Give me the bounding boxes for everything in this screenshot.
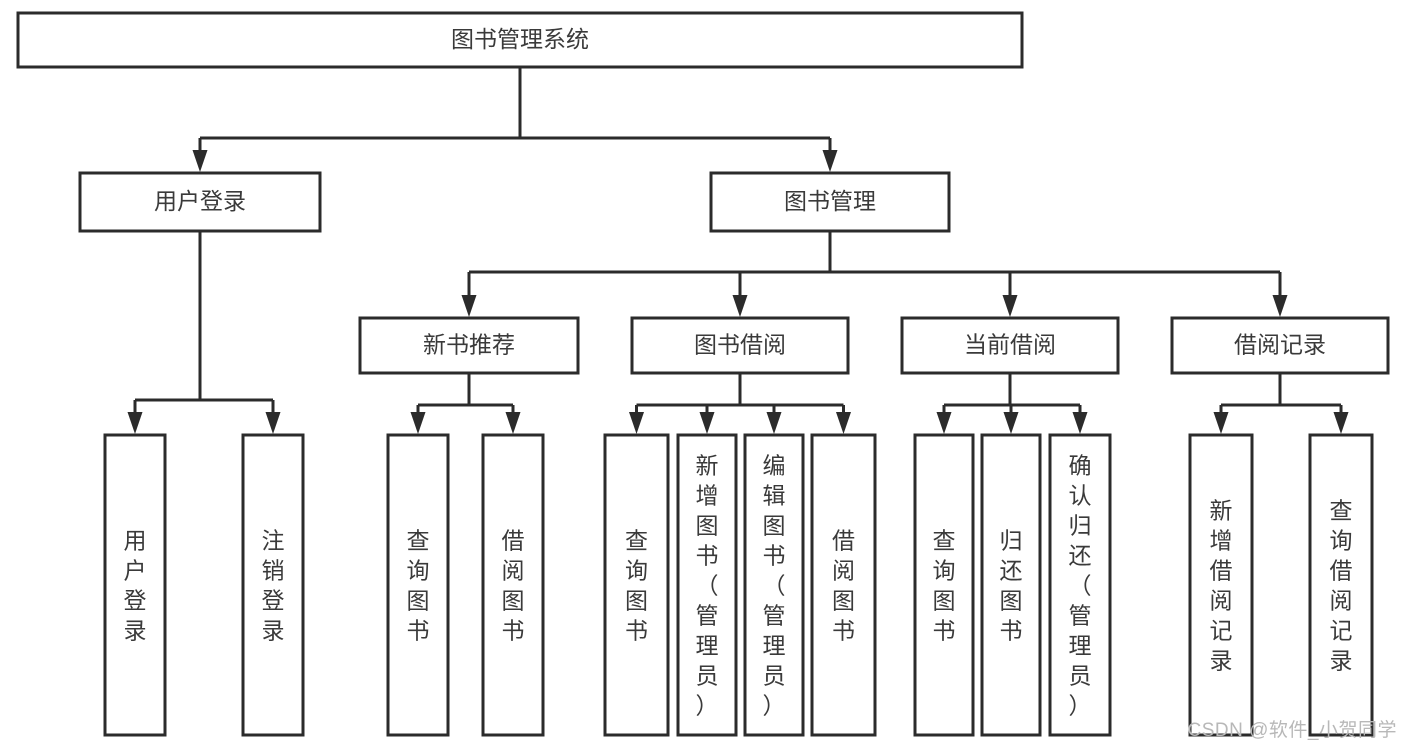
node-label-user-login: 用户登录 [154, 188, 246, 214]
node-box-leaf-add-borrow-record[interactable] [1188, 433, 1254, 737]
node-leaf-query-borrow-record[interactable]: 查询借阅记录 [1308, 433, 1374, 737]
node-book-borrow[interactable]: 图书借阅 [630, 316, 850, 375]
node-box-leaf-return-book[interactable] [980, 433, 1042, 737]
node-leaf-query-book-1[interactable]: 查询图书 [386, 433, 450, 737]
node-box-leaf-borrow-book-2[interactable] [810, 433, 877, 737]
arrow-head-icon [732, 295, 748, 317]
nodes-layer: 图书管理系统用户登录图书管理新书推荐图书借阅当前借阅借阅记录用户登录注销登录查询… [16, 11, 1390, 737]
node-box-book-manage[interactable] [709, 171, 951, 233]
node-label-leaf-add-book-admin: 新增图书（管理员） [696, 452, 719, 718]
arrow-head-icon [1003, 412, 1019, 434]
node-label-leaf-query-borrow-record: 查询借阅记录 [1330, 497, 1353, 673]
node-label-leaf-user-login: 用户登录 [124, 527, 147, 643]
node-label-leaf-return-book: 归还图书 [1000, 527, 1023, 643]
node-leaf-query-book-3[interactable]: 查询图书 [913, 433, 975, 737]
node-box-leaf-query-borrow-record[interactable] [1308, 433, 1374, 737]
node-label-leaf-confirm-return-admin: 确认归还（管理员） [1069, 452, 1092, 718]
arrow-head-icon [629, 412, 644, 434]
node-label-leaf-edit-book-admin: 编辑图书（管理员） [763, 452, 786, 718]
arrow-head-icon [1072, 412, 1088, 434]
csdn-watermark: CSDN @软件_小贺同学 [1187, 720, 1397, 741]
node-leaf-logout-login[interactable]: 注销登录 [241, 433, 305, 737]
edge-group-new-book-recommend [410, 373, 521, 434]
edge-group-root [192, 67, 838, 172]
node-box-user-login[interactable] [78, 171, 322, 233]
node-label-leaf-borrow-book-2: 借阅图书 [832, 527, 855, 643]
node-box-leaf-borrow-book-1[interactable] [481, 433, 545, 737]
node-leaf-return-book[interactable]: 归还图书 [980, 433, 1042, 737]
node-current-borrow[interactable]: 当前借阅 [900, 316, 1120, 375]
node-leaf-borrow-book-1[interactable]: 借阅图书 [481, 433, 545, 737]
node-leaf-add-book-admin[interactable]: 新增图书（管理员） [676, 433, 738, 737]
node-label-new-book-recommend: 新书推荐 [423, 332, 515, 358]
node-label-leaf-logout-login: 注销登录 [262, 527, 285, 643]
node-label-borrow-record: 借阅记录 [1234, 332, 1326, 358]
arrow-head-icon [1002, 295, 1018, 317]
arrow-head-icon [410, 412, 426, 434]
arrow-head-icon [192, 150, 208, 172]
node-label-book-manage: 图书管理 [784, 188, 876, 214]
node-book-manage[interactable]: 图书管理 [709, 171, 951, 233]
node-box-leaf-edit-book-admin[interactable] [743, 433, 805, 737]
node-root[interactable]: 图书管理系统 [16, 11, 1024, 69]
edge-group-current-borrow [936, 373, 1088, 434]
node-label-leaf-borrow-book-1: 借阅图书 [502, 527, 525, 643]
node-box-borrow-record[interactable] [1170, 316, 1390, 375]
edge-group-book-manage [461, 231, 1288, 317]
node-box-leaf-user-login[interactable] [103, 433, 167, 737]
node-leaf-add-borrow-record[interactable]: 新增借阅记录 [1188, 433, 1254, 737]
node-box-current-borrow[interactable] [900, 316, 1120, 375]
node-box-leaf-add-book-admin[interactable] [676, 433, 738, 737]
arrow-head-icon [1213, 412, 1229, 434]
node-leaf-query-book-2[interactable]: 查询图书 [603, 433, 670, 737]
node-box-new-book-recommend[interactable] [358, 316, 580, 375]
node-box-leaf-logout-login[interactable] [241, 433, 305, 737]
arrow-head-icon [265, 412, 281, 434]
arrow-head-icon [699, 412, 715, 434]
node-box-leaf-query-book-1[interactable] [386, 433, 450, 737]
node-label-leaf-query-book-2: 查询图书 [625, 527, 648, 643]
arrow-head-icon [1333, 412, 1349, 434]
node-borrow-record[interactable]: 借阅记录 [1170, 316, 1390, 375]
node-box-root[interactable] [16, 11, 1024, 69]
arrow-head-icon [766, 412, 782, 434]
arrow-head-icon [836, 412, 851, 434]
node-leaf-confirm-return-admin[interactable]: 确认归还（管理员） [1048, 433, 1112, 737]
arrow-head-icon [461, 295, 477, 317]
node-box-leaf-query-book-2[interactable] [603, 433, 670, 737]
node-leaf-user-login[interactable]: 用户登录 [103, 433, 167, 737]
node-new-book-recommend[interactable]: 新书推荐 [358, 316, 580, 375]
node-box-leaf-confirm-return-admin[interactable] [1048, 433, 1112, 737]
arrow-head-icon [127, 412, 143, 434]
node-leaf-edit-book-admin[interactable]: 编辑图书（管理员） [743, 433, 805, 737]
node-label-leaf-query-book-1: 查询图书 [407, 527, 430, 643]
edges-layer [127, 67, 1349, 434]
node-box-book-borrow[interactable] [630, 316, 850, 375]
arrow-head-icon [936, 412, 952, 434]
node-label-leaf-query-book-3: 查询图书 [933, 527, 956, 643]
node-leaf-borrow-book-2[interactable]: 借阅图书 [810, 433, 877, 737]
node-label-leaf-add-borrow-record: 新增借阅记录 [1210, 497, 1233, 673]
node-label-current-borrow: 当前借阅 [964, 332, 1056, 358]
arrow-head-icon [505, 412, 521, 434]
edge-group-borrow-record [1213, 373, 1349, 434]
arrow-head-icon [1272, 295, 1288, 317]
node-label-book-borrow: 图书借阅 [694, 332, 786, 358]
edge-group-book-borrow [629, 373, 851, 434]
arrow-head-icon [822, 150, 838, 172]
node-label-root: 图书管理系统 [451, 26, 589, 52]
node-box-leaf-query-book-3[interactable] [913, 433, 975, 737]
node-user-login[interactable]: 用户登录 [78, 171, 322, 233]
edge-group-user-login [127, 231, 281, 434]
